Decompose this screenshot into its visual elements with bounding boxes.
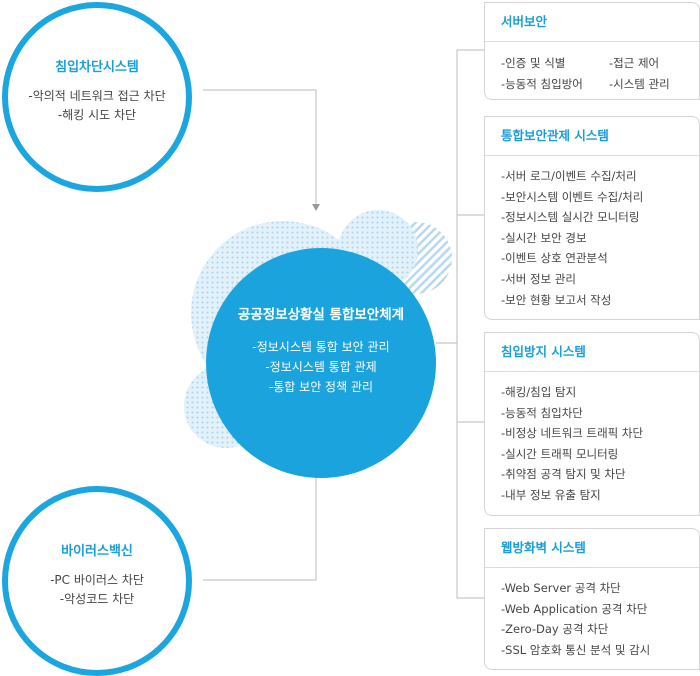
panel-item: -보안 현황 보고서 작성 <box>501 292 612 307</box>
panel-list: -인증 및 식별 -접근 제어 -능동적 침입방어 -시스템 관리 <box>485 42 699 94</box>
panel-title: 침입방지 시스템 <box>485 333 699 372</box>
center-circle: 공공정보상황실 통합보안체계 -정보시스템 통합 보안 관리 -정보시스템 통합… <box>206 248 436 478</box>
panel-item: -Web Server 공격 차단 <box>501 581 621 595</box>
circle-item: -해킹 시도 차단 <box>57 108 137 122</box>
arrow-down-icon <box>312 204 320 211</box>
panel-item: -Zero-Day 공격 차단 <box>501 622 609 637</box>
circle-item: -PC 바이러스 차단 <box>50 573 144 587</box>
connector-lines <box>203 49 484 599</box>
circle-antivirus: 바이러스백신 -PC 바이러스 차단 -악성코드 차단 <box>2 486 192 676</box>
panel-item: -서버 로그/이벤트 수집/처리 <box>501 169 637 183</box>
panel-intrusion-prevention: 침입방지 시스템 -해킹/침입 탐지 -능동적 침입차단 -비정상 네트워크 트… <box>484 332 700 516</box>
circle-intrusion-blocking: 침입차단시스템 -악의적 네트워크 접근 차단 -해킹 시도 차단 <box>2 2 192 192</box>
panel-item: -능동적 침입방어 <box>501 76 583 91</box>
connector-bottom-left <box>203 468 317 581</box>
panel-title: 통합보안관제 시스템 <box>485 117 699 156</box>
circle-item: -악의적 네트워크 접근 차단 <box>28 89 166 103</box>
panel-item: -정보시스템 실시간 모니터링 <box>501 210 640 225</box>
panel-item: -시스템 관리 <box>609 76 670 91</box>
panel-list: -Web Server 공격 차단 -Web Application 공격 차단… <box>485 568 699 660</box>
connector-top-left <box>203 89 317 205</box>
panel-item: -내부 정보 유출 탐지 <box>501 487 601 502</box>
panel-item: -인증 및 식별 <box>501 56 566 70</box>
panel-item: -실시간 트래픽 모니터링 <box>501 446 619 461</box>
panel-item: -Web Application 공격 차단 <box>501 601 648 616</box>
panel-item: -해킹/침입 탐지 <box>501 385 577 399</box>
circle-title: 바이러스백신 <box>61 544 133 559</box>
panel-item: -비정상 네트워크 트래픽 차단 <box>501 426 644 441</box>
center-title: 공공정보상황실 통합보안체계 <box>237 307 405 323</box>
circle-title: 침입차단시스템 <box>55 60 139 75</box>
center-item: -정보시스템 통합 관제 <box>265 360 377 374</box>
panel-item: -이벤트 상호 연관분석 <box>501 251 608 266</box>
panel-web-firewall: 웹방화벽 시스템 -Web Server 공격 차단 -Web Applicat… <box>484 528 700 670</box>
panel-item: -서버 정보 관리 <box>501 271 576 286</box>
panel-title: 서버보안 <box>485 3 699 42</box>
center-item: -정보시스템 통합 보안 관리 <box>252 340 390 354</box>
panel-list: -서버 로그/이벤트 수집/처리 -보안시스템 이벤트 수집/처리 -정보시스템… <box>485 156 699 310</box>
center-item: -통합 보안 정책 관리 <box>268 380 374 394</box>
panel-item: -실시간 보안 경보 <box>501 230 587 245</box>
panel-item: -SSL 암호화 통신 분석 및 감시 <box>501 642 651 657</box>
circle-item: -악성코드 차단 <box>59 592 135 606</box>
panel-integrated-monitoring: 통합보안관제 시스템 -서버 로그/이벤트 수집/처리 -보안시스템 이벤트 수… <box>484 116 700 320</box>
panel-item: -취약점 공격 탐지 및 차단 <box>501 467 626 482</box>
panel-item: -능동적 침입차단 <box>501 405 583 420</box>
panel-list: -해킹/침입 탐지 -능동적 침입차단 -비정상 네트워크 트래픽 차단 -실시… <box>485 372 699 506</box>
panel-server-security: 서버보안 -인증 및 식별 -접근 제어 -능동적 침입방어 -시스템 관리 <box>484 2 700 100</box>
panel-item: -접근 제어 <box>609 56 660 70</box>
panel-item: -보안시스템 이벤트 수집/처리 <box>501 189 644 204</box>
panel-title: 웹방화벽 시스템 <box>485 529 699 568</box>
